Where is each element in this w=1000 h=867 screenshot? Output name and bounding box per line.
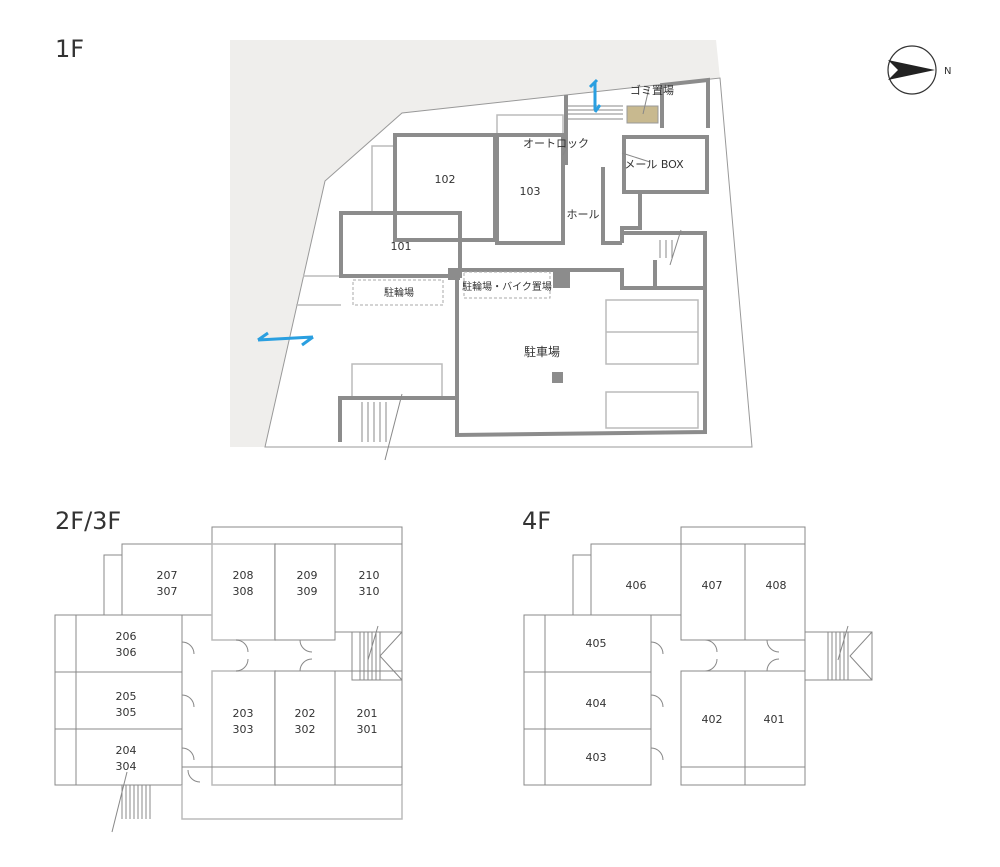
room-labels-2f3f: 207 307 208 308 209 309 210 310 206 306 205 30… xyxy=(116,569,380,773)
room-label: 210 xyxy=(359,569,380,582)
room-label: 401 xyxy=(764,713,785,726)
door-swings xyxy=(181,639,313,783)
room-101 xyxy=(339,211,462,278)
room-label: 308 xyxy=(233,585,254,598)
room-label: 201 xyxy=(357,707,378,720)
garbage-area xyxy=(626,105,659,124)
compass: N xyxy=(887,45,951,95)
stairs xyxy=(804,631,873,681)
label-bicycle-bike: 駐輪場・バイク置場 xyxy=(462,280,552,293)
label-garbage: ゴミ置場 xyxy=(630,83,674,97)
room-label: 203 xyxy=(233,707,254,720)
parking-area xyxy=(455,268,707,438)
room-label: 309 xyxy=(297,585,318,598)
room-206 xyxy=(54,614,183,673)
room-label: 310 xyxy=(359,585,380,598)
site-boundary xyxy=(264,77,753,448)
room-label: 405 xyxy=(586,637,607,650)
room-label: 307 xyxy=(157,585,178,598)
floor-4f-title: 4F xyxy=(522,507,551,535)
room-label: 206 xyxy=(116,630,137,643)
room-label: 403 xyxy=(586,751,607,764)
room-207 xyxy=(121,543,213,616)
floor-2f3f-plan: 207 307 208 308 209 309 210 310 206 306 205 30… xyxy=(54,526,403,833)
room-label: 407 xyxy=(702,579,723,592)
room-label: 402 xyxy=(702,713,723,726)
room-label: 306 xyxy=(116,646,137,659)
room-label: 209 xyxy=(297,569,318,582)
room-label: 207 xyxy=(157,569,178,582)
room-label: 301 xyxy=(357,723,378,736)
label-parking: 駐車場 xyxy=(524,344,560,359)
stairs xyxy=(351,631,403,681)
room-401 xyxy=(744,670,806,786)
room-label: 101 xyxy=(391,240,412,253)
room-408 xyxy=(744,543,806,641)
floor-2f3f-title: 2F/3F xyxy=(55,507,121,535)
room-label: 103 xyxy=(520,185,541,198)
north-arrow-icon xyxy=(888,60,935,80)
vehicle-entrance-arrow-icon xyxy=(257,331,314,347)
stairs xyxy=(361,229,682,461)
compass-label: N xyxy=(944,66,951,77)
bicycle-bike-parking xyxy=(463,271,551,299)
room-201 xyxy=(334,670,403,786)
label-bicycle: 駐輪場 xyxy=(384,286,414,299)
label-mailbox: メール BOX xyxy=(624,158,684,171)
room-407 xyxy=(680,543,746,641)
room-label: 406 xyxy=(626,579,647,592)
room-label: 202 xyxy=(295,707,316,720)
floor-4f-plan: 406 407 408 405 404 403 402 401 xyxy=(523,526,873,786)
label-autolock: オートロック xyxy=(523,137,589,150)
room-103 xyxy=(495,133,565,245)
floor-1f-title: 1F xyxy=(55,35,84,63)
room-label: 302 xyxy=(295,723,316,736)
label-hall: ホール xyxy=(567,208,600,221)
room-label: 303 xyxy=(233,723,254,736)
entrance-steps xyxy=(566,105,623,120)
room-label: 102 xyxy=(435,173,456,186)
pillar xyxy=(552,372,563,383)
room-label: 208 xyxy=(233,569,254,582)
room-label: 404 xyxy=(586,697,607,710)
bicycle-parking xyxy=(352,279,444,306)
entrance-arrow-icon xyxy=(588,78,602,113)
room-label: 305 xyxy=(116,706,137,719)
floor-1f-plan: ゴミ置場 オートロック メール BOX 102 103 ホール 101 駐輪場 … xyxy=(230,40,753,461)
room-label: 304 xyxy=(116,760,137,773)
room-label: 204 xyxy=(116,744,137,757)
room-402 xyxy=(680,670,746,786)
room-204 xyxy=(54,728,183,786)
door-swings xyxy=(650,639,780,761)
room-210 xyxy=(334,543,403,633)
room-208 xyxy=(211,543,276,641)
room-label: 205 xyxy=(116,690,137,703)
mailbox-room xyxy=(622,135,709,194)
room-label: 408 xyxy=(766,579,787,592)
room-209 xyxy=(274,543,336,641)
room-406 xyxy=(590,543,682,616)
room-202 xyxy=(274,670,336,786)
